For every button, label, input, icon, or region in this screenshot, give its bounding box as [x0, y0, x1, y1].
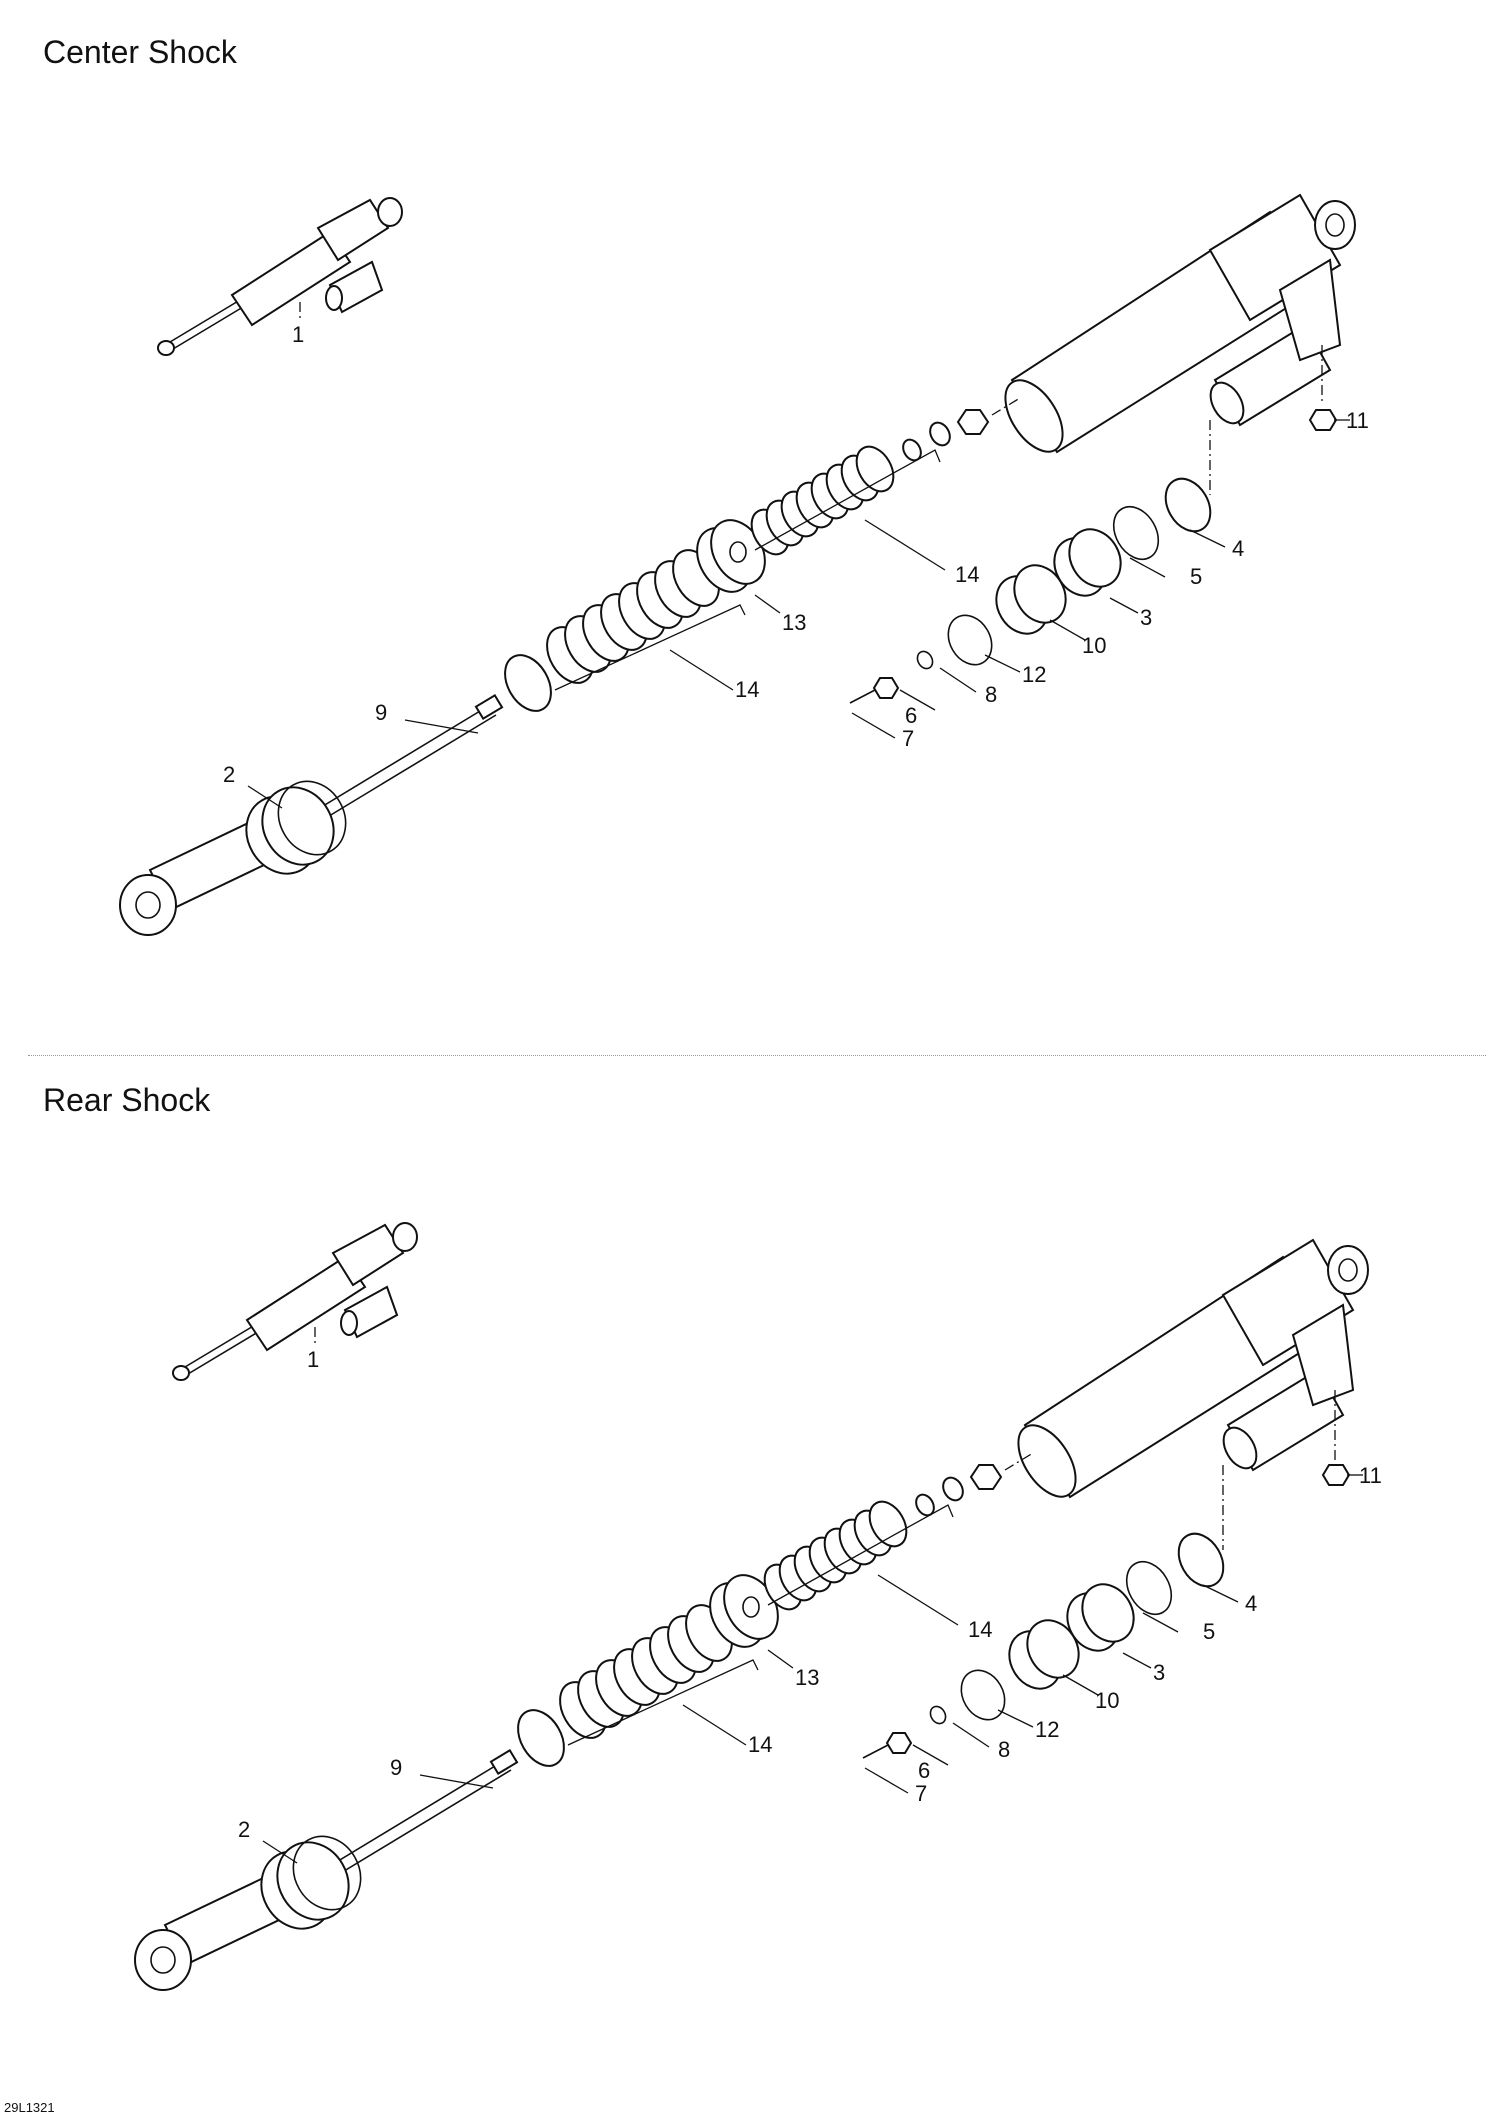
callout-leaders — [262, 1327, 1363, 1864]
shock-body-cylinder — [1004, 193, 1356, 454]
reservoir-parts — [862, 1390, 1351, 1759]
callout-6: 6 — [905, 703, 917, 728]
shock-assembly-drawing — [119, 193, 1356, 936]
assembled-shock-thumbnail — [157, 197, 403, 356]
callout-14-lower: 14 — [735, 677, 759, 702]
washer-medium — [929, 421, 951, 447]
shim-washer — [517, 1709, 565, 1767]
section-title-center-shock: Center Shock — [43, 34, 237, 70]
callout-4: 4 — [1232, 536, 1244, 561]
callout-8: 8 — [985, 682, 997, 707]
callout-12: 12 — [1035, 1717, 1059, 1742]
callout-12: 12 — [1022, 662, 1046, 687]
callout-7: 7 — [902, 726, 914, 751]
callout-14-lower: 14 — [748, 1732, 772, 1757]
callout-11: 11 — [1359, 1463, 1382, 1488]
shock-assembly-drawing — [134, 1222, 1369, 1991]
exploded-diagram-rear-shock: 1 2 3 4 5 6 7 8 9 10 11 12 13 14 14 — [134, 1222, 1382, 1991]
callout-1: 1 — [292, 322, 304, 347]
reservoir-parts — [849, 345, 1338, 704]
valve-shim-stack-small — [763, 1500, 908, 1611]
shock-body-cylinder — [1017, 1238, 1369, 1499]
section-title-rear-shock: Rear Shock — [43, 1082, 211, 1118]
callout-7: 7 — [915, 1781, 927, 1806]
piston — [709, 1574, 779, 1648]
piston — [696, 519, 766, 593]
washer-small — [902, 438, 922, 462]
callout-2: 2 — [238, 1817, 250, 1842]
callout-leaders — [247, 302, 1350, 809]
callout-labels: 1 2 3 4 5 6 7 8 9 10 11 12 13 14 14 — [223, 322, 1369, 787]
section-divider — [28, 1055, 1486, 1056]
piston-shaft — [314, 1748, 519, 1886]
piston-shaft — [299, 693, 504, 831]
valve-shim-stack-small — [750, 445, 895, 556]
callout-4: 4 — [1245, 1591, 1257, 1616]
piston-nut — [956, 409, 990, 435]
shaft-eye-and-cap — [134, 1835, 362, 1991]
callout-9: 9 — [390, 1755, 402, 1780]
callout-1: 1 — [307, 1347, 319, 1372]
shaft-eye-and-cap — [119, 780, 347, 936]
callout-3: 3 — [1140, 605, 1152, 630]
callout-8: 8 — [998, 1737, 1010, 1762]
callout-13: 13 — [795, 1665, 819, 1690]
callout-5: 5 — [1190, 564, 1202, 589]
assembled-shock-thumbnail — [172, 1222, 418, 1381]
valve-shim-stack-large — [559, 1604, 733, 1739]
callout-14-upper: 14 — [955, 562, 979, 587]
callout-13: 13 — [782, 610, 806, 635]
callout-6: 6 — [918, 1758, 930, 1783]
callout-10: 10 — [1082, 633, 1106, 658]
callout-labels: 1 2 3 4 5 6 7 8 9 10 11 12 13 14 14 — [238, 1347, 1382, 1842]
callout-11: 11 — [1346, 408, 1369, 433]
washer-small — [915, 1493, 935, 1517]
reservoir-canister — [1209, 258, 1342, 427]
figure-id: 29L1321 — [4, 2100, 55, 2115]
shim-washer — [504, 654, 552, 712]
axis-line — [1004, 1452, 1034, 1471]
callout-9: 9 — [375, 700, 387, 725]
axis-line — [991, 397, 1021, 416]
callout-2: 2 — [223, 762, 235, 787]
exploded-diagram-center-shock: 1 2 3 4 5 6 7 8 9 10 11 12 13 14 14 — [119, 193, 1369, 936]
piston-nut — [969, 1464, 1003, 1490]
callout-14-upper: 14 — [968, 1617, 992, 1642]
reservoir-canister — [1222, 1303, 1355, 1472]
callout-5: 5 — [1203, 1619, 1215, 1644]
callout-3: 3 — [1153, 1660, 1165, 1685]
valve-shim-stack-large — [546, 549, 720, 684]
washer-medium — [942, 1476, 964, 1502]
callout-10: 10 — [1095, 1688, 1119, 1713]
